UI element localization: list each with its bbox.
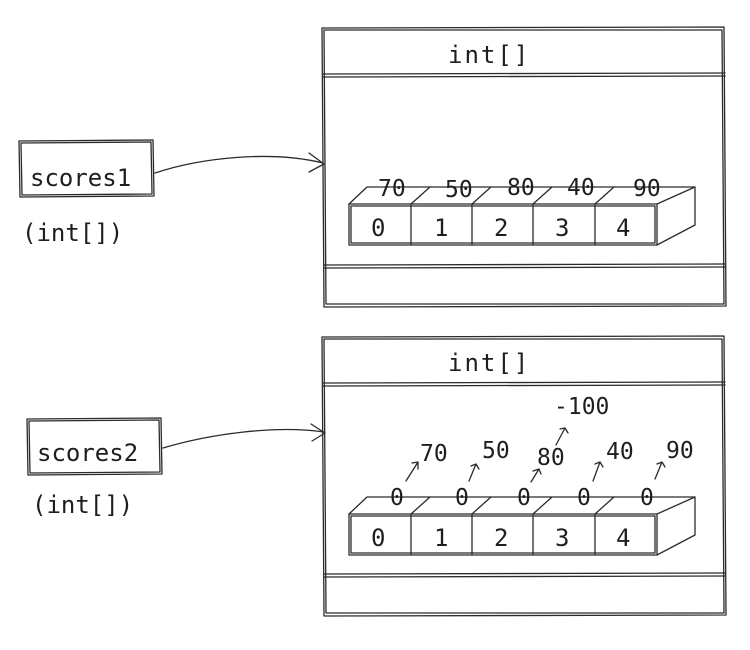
array-index: 1	[434, 214, 448, 242]
update-arrows-2	[405, 427, 666, 483]
array-updated-value: 40	[606, 439, 634, 465]
array-value: 90	[633, 176, 661, 202]
array-title-1: int[]	[448, 41, 530, 69]
array-index: 3	[555, 524, 569, 552]
variable-name-scores1: scores1	[30, 164, 131, 192]
reference-arrow-2	[162, 423, 326, 449]
variable-box-scores2: scores2	[26, 417, 163, 476]
array-index: 2	[494, 214, 508, 242]
array-initial-values-2: 0 0 0 0 0	[390, 485, 654, 511]
array-value: 80	[507, 175, 535, 201]
array-updated-value: 70	[420, 441, 448, 467]
array-indices-2: 0 1 2 3 4	[371, 524, 630, 552]
variable-type-scores2: (int[])	[32, 491, 133, 519]
array-value: 40	[567, 175, 595, 201]
array-index: 4	[616, 214, 630, 242]
variable-name-scores2: scores2	[37, 439, 138, 467]
array-index: 2	[494, 524, 508, 552]
array-indices-1: 0 1 2 3 4	[371, 214, 630, 242]
array-index: 0	[371, 524, 385, 552]
array-updated-value: 80	[537, 445, 565, 471]
array-object-2: int[] 0 1 2 3 4 0 0 0 0 0	[321, 335, 727, 617]
array-updated-value: 50	[482, 438, 510, 464]
array-initial-value: 0	[640, 485, 654, 511]
array-title-2: int[]	[448, 349, 530, 377]
array-initial-value: 0	[577, 485, 591, 511]
variable-type-scores1: (int[])	[22, 219, 123, 247]
diagram-2: scores2 (int[]) int[] 0	[26, 335, 727, 617]
variable-box-scores1: scores1	[18, 139, 155, 198]
array-cells-1	[348, 186, 696, 246]
array-value: 50	[445, 177, 473, 203]
array-initial-value: 0	[517, 485, 531, 511]
reference-arrow-1	[154, 152, 325, 174]
array-updated-values-2: 70 50 80 40 90	[420, 438, 694, 471]
array-initial-value: 0	[455, 485, 469, 511]
array-updated-value: 90	[666, 438, 694, 464]
array-later-value: -100	[554, 394, 609, 420]
array-index: 1	[434, 524, 448, 552]
array-object-1: int[] 0 1 2 3 4 70 50 80 40	[321, 26, 727, 308]
array-index: 4	[616, 524, 630, 552]
array-cells-2	[348, 496, 696, 556]
array-index: 0	[371, 214, 385, 242]
array-initial-value: 0	[390, 485, 404, 511]
array-values-1: 70 50 80 40 90	[378, 175, 661, 203]
diagram-1: scores1 (int[]) int[]	[18, 26, 727, 308]
array-index: 3	[555, 214, 569, 242]
array-value: 70	[378, 176, 406, 202]
